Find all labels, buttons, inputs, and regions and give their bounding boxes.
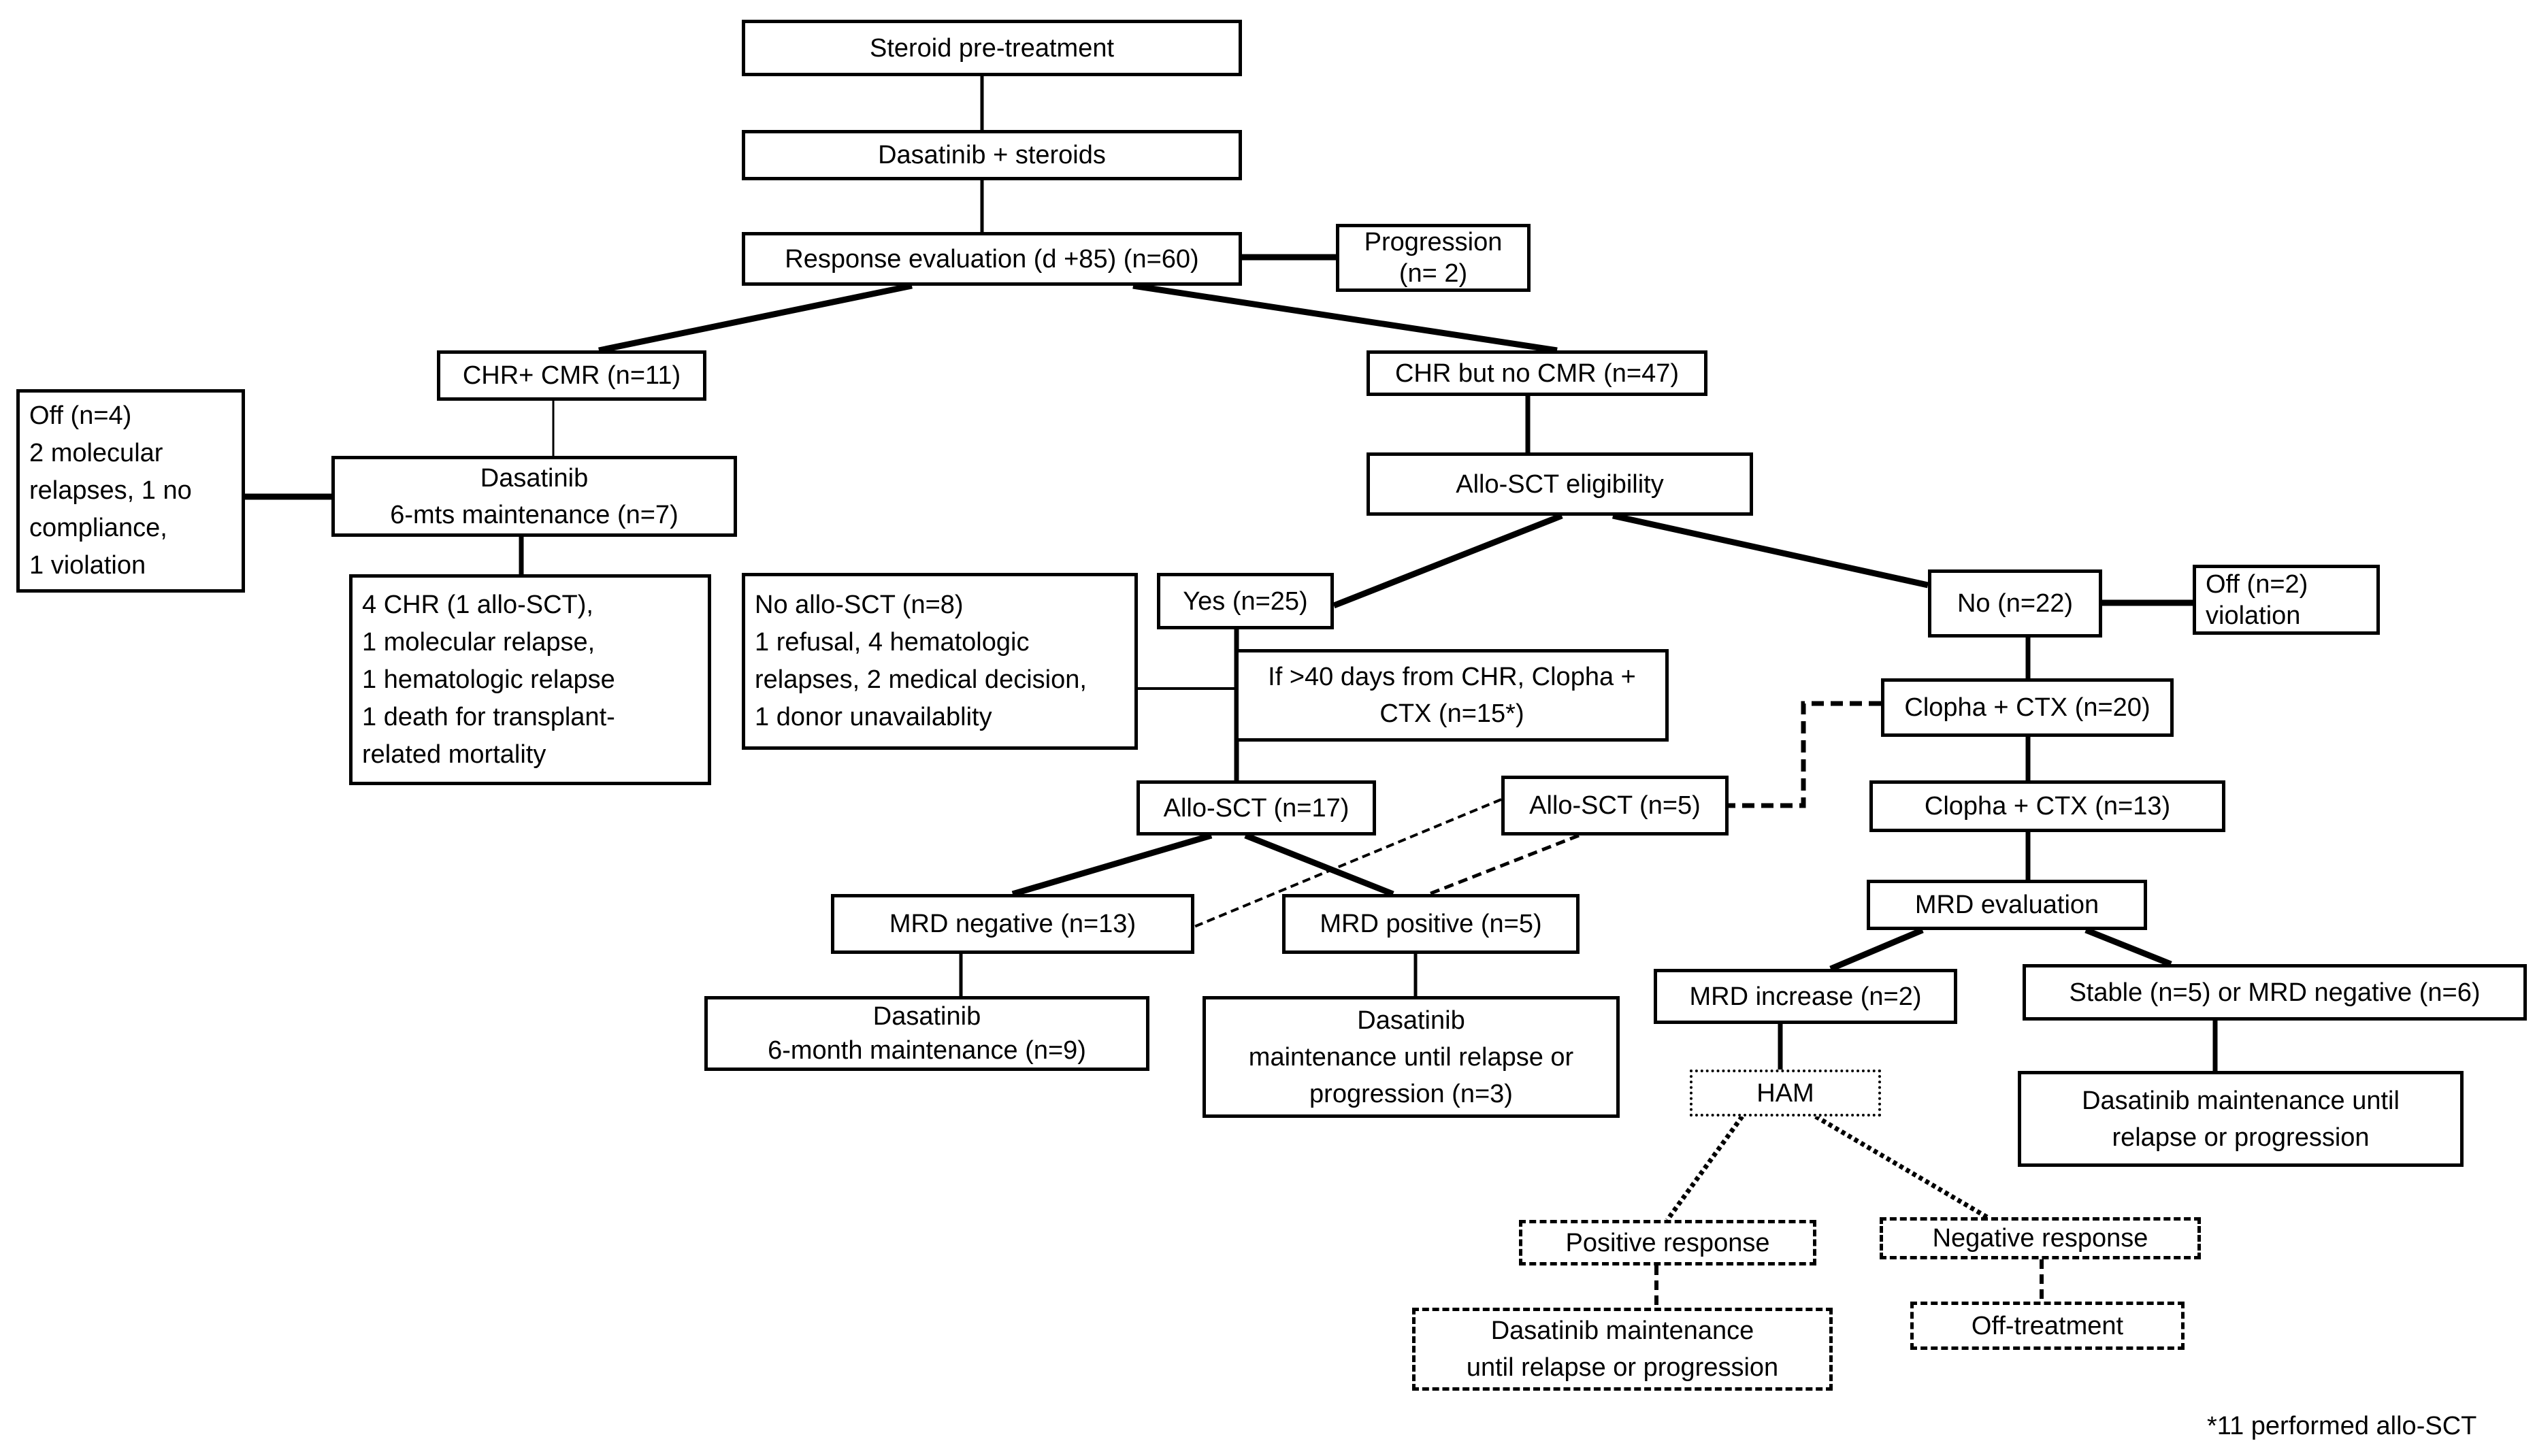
node-label: MRD evaluation <box>1914 891 2099 919</box>
node-chr-cmr: CHR+ CMR (n=11) <box>437 350 706 401</box>
node-label: violation <box>2206 601 2301 630</box>
node-label: Off (n=2) <box>2206 569 2308 599</box>
node-no-22: No (n=22) <box>1928 569 2102 638</box>
node-mrd-increase: MRD increase (n=2) <box>1654 969 1957 1024</box>
node-if-40-days: If >40 days from CHR, Clopha + CTX (n=15*… <box>1235 649 1669 742</box>
edge-eligibility-no <box>1612 512 1929 589</box>
node-label: Stable (n=5) or MRD negative (n=6) <box>2069 978 2481 1007</box>
node-label: Dasatinib <box>480 463 589 493</box>
node-label: CHR but no CMR (n=47) <box>1394 359 1680 388</box>
node-label: Dasatinib <box>1357 1006 1465 1035</box>
node-label: No (n=22) <box>1957 589 2074 618</box>
node-mrd-positive: MRD positive (n=5) <box>1282 894 1580 954</box>
node-ham: HAM <box>1690 1070 1881 1116</box>
node-label: 6-month maintenance (n=9) <box>768 1036 1086 1065</box>
node-label: Allo-SCT (n=5) <box>1529 791 1701 820</box>
node-progression: Progression(n= 2) <box>1336 224 1531 292</box>
node-label: Off (n=4) <box>29 401 132 430</box>
node-label: 1 hematologic relapse <box>362 665 615 694</box>
edge-allo17-mrd-pos <box>1244 832 1394 897</box>
edge-allo5-mrd-pos <box>1428 833 1580 896</box>
node-label: progression (n=3) <box>1309 1079 1513 1108</box>
node-label: 1 donor unavailablity <box>755 703 992 731</box>
node-mrd-evaluation: MRD evaluation <box>1867 880 2147 930</box>
node-label: Negative response <box>1932 1224 2148 1253</box>
node-label: Positive response <box>1565 1228 1770 1257</box>
node-label: Dasatinib maintenance until <box>2082 1086 2400 1115</box>
node-label: related mortality <box>362 740 546 769</box>
node-dasatinib-until-relapse-right: Dasatinib maintenance until relapse or pr… <box>2018 1071 2464 1167</box>
node-label: MRD negative (n=13) <box>889 910 1136 938</box>
node-label: 1 death for transplant- <box>362 702 615 731</box>
node-chr-no-cmr: CHR but no CMR (n=47) <box>1367 350 1707 396</box>
node-label: Yes (n=25) <box>1183 586 1308 616</box>
node-dasatinib-steroids: Dasatinib + steroids <box>742 130 1242 180</box>
node-label: 6-mts maintenance (n=7) <box>390 500 678 529</box>
node-off-4: Off (n=4) 2 molecular relapses, 1 no compli… <box>16 389 245 593</box>
node-label: relapse or progression <box>2112 1123 2370 1152</box>
node-label: compliance, <box>29 514 167 542</box>
node-label: maintenance until relapse or <box>1248 1042 1574 1072</box>
node-dasatinib-6month: Dasatinib 6-month maintenance (n=9) <box>704 996 1149 1071</box>
node-positive-response: Positive response <box>1519 1220 1816 1265</box>
node-stable-or-mrd-negative: Stable (n=5) or MRD negative (n=6) <box>2023 964 2527 1021</box>
node-label: 4 CHR (1 allo-SCT), <box>362 590 593 619</box>
node-label: relapses, 2 medical decision, <box>755 665 1087 694</box>
node-allo-sct-eligibility: Allo-SCT eligibility <box>1367 452 1753 516</box>
node-label: 1 refusal, 4 hematologic <box>755 628 1030 657</box>
node-label: Clopha + CTX (n=13) <box>1924 792 2171 821</box>
node-label: Allo-SCT eligibility <box>1456 469 1664 499</box>
node-response-evaluation: Response evaluation (d +85) (n=60) <box>742 232 1242 286</box>
node-yes: Yes (n=25) <box>1157 573 1334 629</box>
node-label: CHR+ CMR (n=11) <box>462 361 681 390</box>
node-dasatinib-until-relapse-dashed: Dasatinib maintenance until relapse or pr… <box>1412 1308 1833 1391</box>
node-allo-sct-5: Allo-SCT (n=5) <box>1501 776 1729 835</box>
node-label: 2 molecular <box>29 439 163 467</box>
edge-response-chr-no-cmr <box>1132 282 1558 354</box>
node-label: Dasatinib + steroids <box>878 141 1106 169</box>
footnote: *11 performed allo-SCT <box>2207 1412 2477 1440</box>
node-label: Response evaluation (d +85) (n=60) <box>785 244 1199 274</box>
node-label: CTX (n=15*) <box>1379 699 1524 728</box>
node-label: 1 violation <box>29 551 146 580</box>
edge-ham-negative <box>1814 1114 1989 1220</box>
node-clopha-ctx-13: Clopha + CTX (n=13) <box>1869 780 2225 832</box>
node-no-allo-sct: No allo-SCT (n=8) 1 refusal, 4 hematologi… <box>742 573 1138 750</box>
node-negative-response: Negative response <box>1880 1217 2201 1259</box>
node-label: MRD increase (n=2) <box>1689 982 1922 1011</box>
node-allo-sct-17: Allo-SCT (n=17) <box>1136 780 1376 835</box>
node-label: Allo-SCT (n=17) <box>1163 793 1350 823</box>
edge-clopha20-allo5 <box>1729 701 1881 808</box>
edge-ham-positive <box>1665 1114 1744 1222</box>
node-label: Dasatinib maintenance <box>1490 1317 1754 1345</box>
edge-allo17-mrd-neg <box>1011 832 1213 897</box>
node-label: No allo-SCT (n=8) <box>755 591 964 619</box>
node-label: If >40 days from CHR, Clopha + <box>1268 663 1636 691</box>
node-steroid-pretreatment: Steroid pre-treatment <box>742 20 1242 76</box>
node-clopha-ctx-20: Clopha + CTX (n=20) <box>1881 678 2174 737</box>
node-label: Progression <box>1364 228 1503 257</box>
edge-eligibility-yes <box>1332 512 1563 609</box>
node-label: Dasatinib <box>872 1002 981 1031</box>
node-dasatinib-6mts: Dasatinib 6-mts maintenance (n=7) <box>331 456 737 537</box>
edge-mrd-eval-stable <box>2084 927 2172 967</box>
node-cmr-outcomes: 4 CHR (1 allo-SCT), 1 molecular relapse, 1… <box>349 574 711 785</box>
node-label: (n= 2) <box>1399 259 1468 288</box>
node-label: Steroid pre-treatment <box>869 33 1115 63</box>
edge-allo5-mrd-neg <box>1194 798 1502 928</box>
node-label: Off-treatment <box>1971 1311 2124 1340</box>
edge-response-chr-cmr <box>598 282 913 354</box>
edge-mrd-eval-increase <box>1829 927 1924 972</box>
node-mrd-negative: MRD negative (n=13) <box>831 894 1194 954</box>
node-label: until relapse or progression <box>1466 1353 1779 1382</box>
node-label: 1 molecular relapse, <box>362 627 595 657</box>
node-label: HAM <box>1756 1078 1814 1108</box>
node-off-treatment: Off-treatment <box>1910 1302 2185 1350</box>
node-off-2: Off (n=2)violation <box>2193 565 2380 635</box>
node-label: MRD positive (n=5) <box>1320 910 1542 938</box>
node-label: Clopha + CTX (n=20) <box>1904 693 2150 722</box>
node-dasatinib-until-relapse-3: Dasatinib maintenance until relapse or pro… <box>1203 996 1620 1118</box>
node-label: relapses, 1 no <box>29 476 192 505</box>
